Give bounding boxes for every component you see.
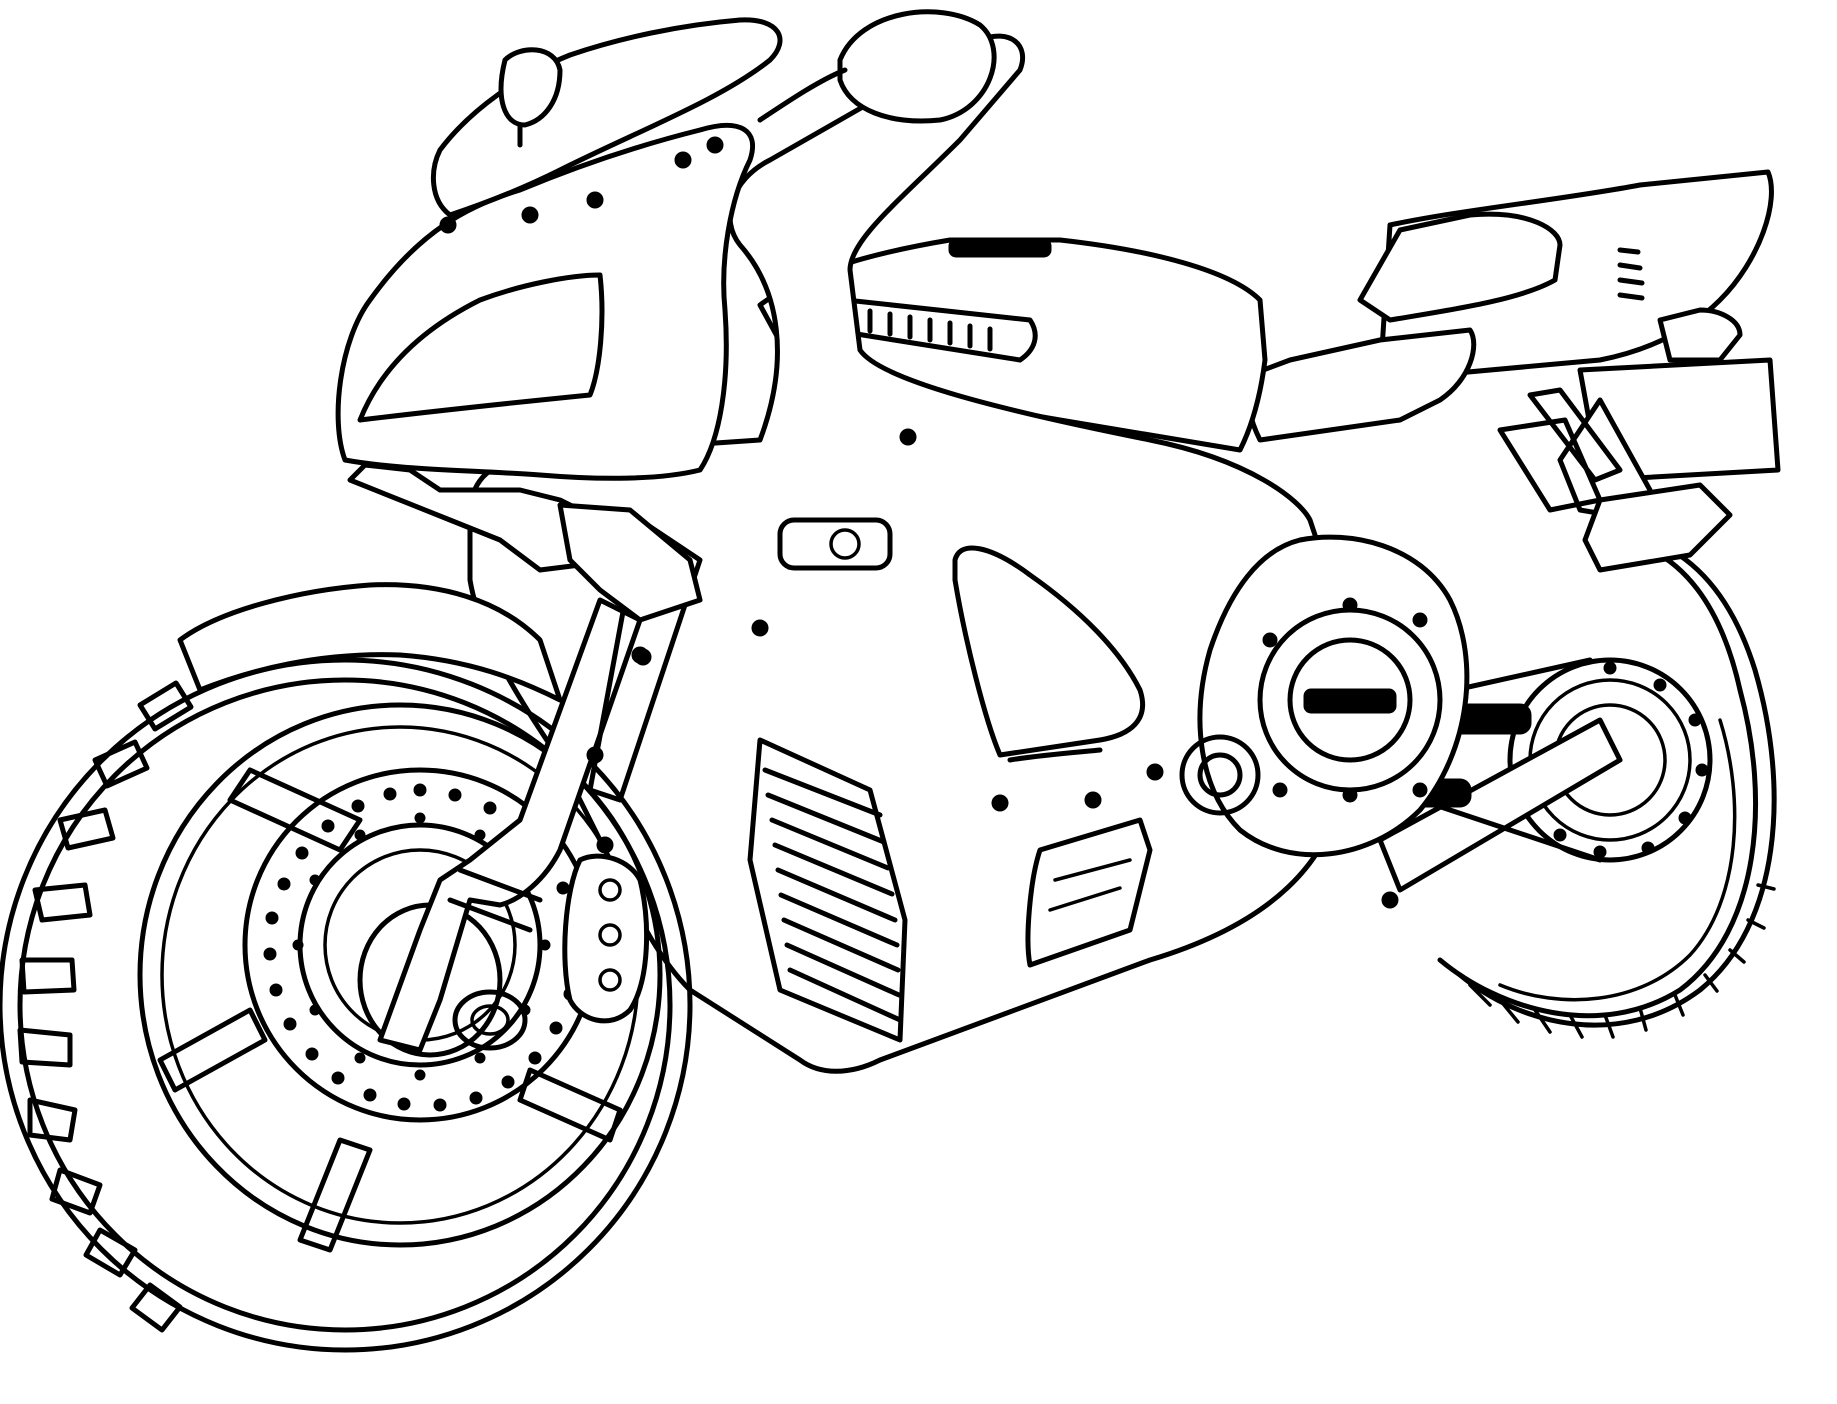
fairing-vent bbox=[952, 545, 1146, 758]
left-mirror bbox=[498, 47, 563, 128]
engine bbox=[1179, 534, 1470, 858]
brake-caliper bbox=[562, 853, 650, 1024]
windscreen bbox=[430, 17, 783, 218]
seat bbox=[1245, 327, 1477, 443]
front-fender bbox=[177, 582, 563, 703]
lower-air-scoop bbox=[1025, 817, 1153, 968]
radiator bbox=[747, 737, 908, 1043]
tail-light bbox=[1657, 307, 1743, 363]
swingarm bbox=[1377, 657, 1623, 893]
tire-tread bbox=[17, 632, 243, 1333]
front-fork bbox=[377, 517, 703, 1053]
sprocket-teeth bbox=[1553, 661, 1709, 859]
tank-cap bbox=[948, 238, 1052, 258]
tail-section bbox=[1357, 169, 1781, 573]
headlight bbox=[357, 272, 605, 423]
fairing-badge bbox=[777, 517, 893, 571]
oil-filter bbox=[1179, 734, 1261, 816]
rear-footpeg bbox=[1582, 482, 1733, 573]
front-fairing bbox=[335, 9, 997, 481]
rear-wheel bbox=[1437, 537, 1777, 1039]
windscreen-bolts bbox=[439, 136, 724, 234]
fuel-tank bbox=[757, 237, 1268, 453]
wheel-spokes bbox=[157, 767, 623, 1253]
engine-bolts bbox=[1262, 597, 1428, 803]
right-mirror bbox=[837, 9, 997, 124]
fork-headstock bbox=[557, 502, 703, 623]
steering-damper bbox=[797, 292, 1038, 363]
rear-sprocket bbox=[1507, 657, 1713, 863]
engine-cover-logo bbox=[1303, 688, 1397, 714]
